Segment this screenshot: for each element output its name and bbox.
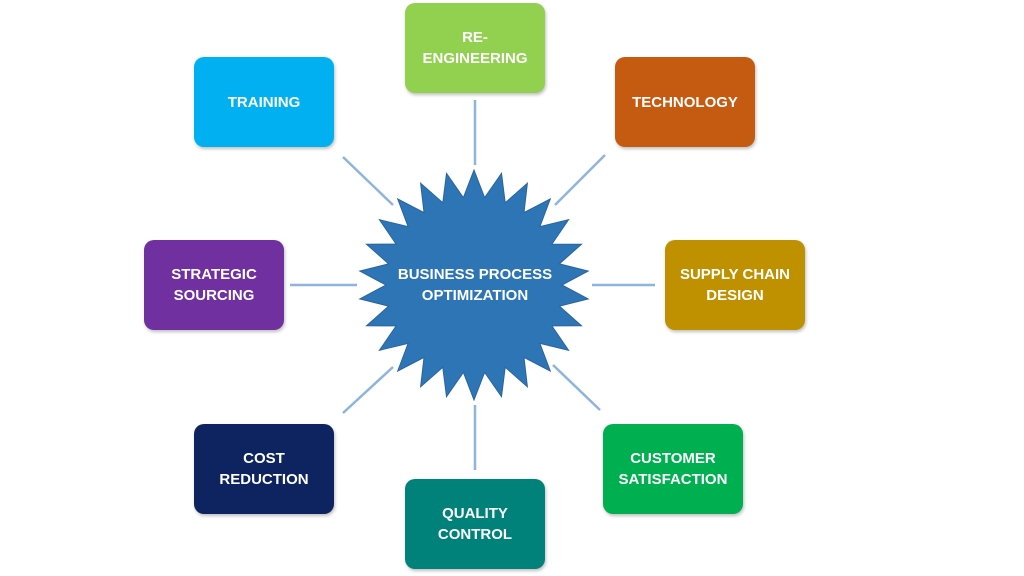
center-label: BUSINESS PROCESS OPTIMIZATION bbox=[397, 266, 553, 304]
node-customer-satisfaction: CUSTOMER SATISFACTION bbox=[603, 424, 743, 514]
node-label: COST REDUCTION bbox=[219, 450, 309, 488]
node-training: TRAINING bbox=[194, 57, 334, 147]
connector-technology bbox=[554, 154, 606, 206]
node-technology: TECHNOLOGY bbox=[615, 57, 755, 147]
node-label: RE- ENGINEERING bbox=[422, 29, 528, 67]
connector-training bbox=[342, 156, 394, 206]
node-cost-reduction: COST REDUCTION bbox=[194, 424, 334, 514]
node-label: TECHNOLOGY bbox=[632, 93, 738, 111]
connectors bbox=[290, 100, 655, 470]
connector-cost-reduction bbox=[342, 366, 394, 414]
node-label: QUALITY CONTROL bbox=[437, 505, 513, 543]
node-re-engineering: RE- ENGINEERING bbox=[405, 3, 545, 93]
node-supply-chain-design: SUPPLY CHAIN DESIGN bbox=[665, 240, 805, 330]
node-quality-control: QUALITY CONTROL bbox=[405, 479, 545, 569]
node-label: TRAINING bbox=[227, 93, 301, 111]
node-label: CUSTOMER SATISFACTION bbox=[618, 450, 728, 488]
center-starburst bbox=[358, 168, 590, 402]
connector-customer-satisfaction bbox=[552, 364, 601, 411]
node-strategic-sourcing: STRATEGIC SOURCING bbox=[144, 240, 284, 330]
node-label: SUPPLY CHAIN DESIGN bbox=[679, 266, 791, 304]
node-label: STRATEGIC SOURCING bbox=[171, 266, 257, 304]
